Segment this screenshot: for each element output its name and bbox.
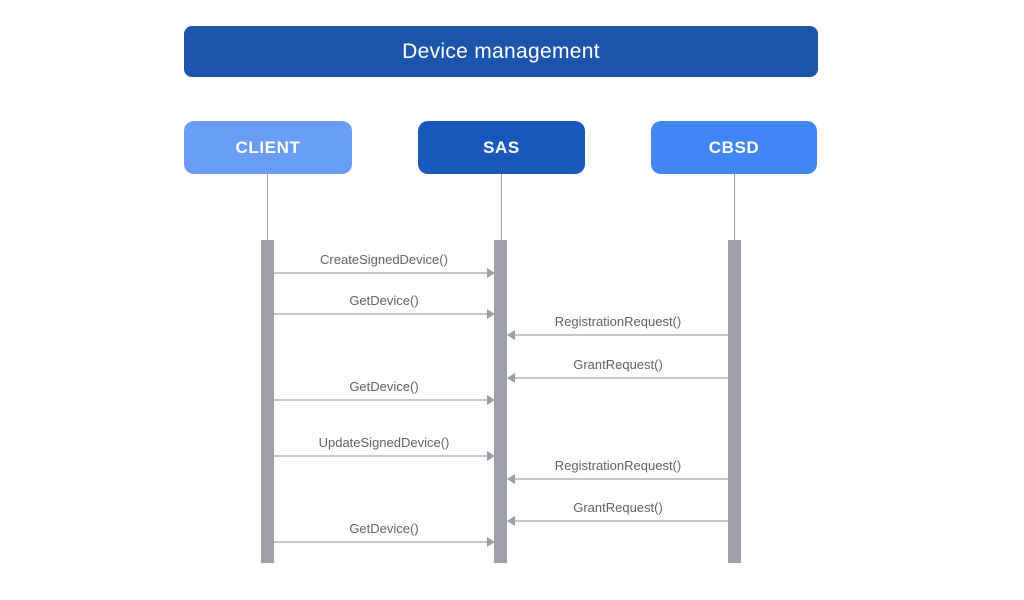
message-get-device-2: GetDevice() — [274, 378, 495, 405]
message-arrow — [274, 268, 495, 278]
arrow-right-icon — [487, 309, 495, 319]
actor-box-cbsd: CBSD — [651, 121, 817, 174]
lifeline-sas — [501, 174, 502, 240]
message-arrow — [507, 330, 728, 340]
message-create-signed-device: CreateSignedDevice() — [274, 251, 495, 278]
message-label: GetDevice() — [349, 521, 419, 536]
message-arrow — [507, 474, 728, 484]
message-label: GetDevice() — [349, 379, 419, 394]
message-get-device-3: GetDevice() — [274, 520, 495, 547]
activation-bar-client — [261, 240, 274, 563]
actor-box-sas: SAS — [418, 121, 585, 174]
arrow-left-icon — [507, 516, 515, 526]
message-label: GrantRequest() — [573, 500, 663, 515]
message-arrow — [274, 451, 495, 461]
message-label: GrantRequest() — [573, 357, 663, 372]
arrow-left-icon — [507, 373, 515, 383]
message-arrow — [274, 309, 495, 319]
message-registration-request-1: RegistrationRequest() — [507, 313, 728, 340]
arrow-right-icon — [487, 537, 495, 547]
message-label: GetDevice() — [349, 293, 419, 308]
lifeline-client — [267, 174, 268, 240]
activation-bar-sas — [494, 240, 507, 563]
actor-box-client: CLIENT — [184, 121, 352, 174]
lifeline-cbsd — [734, 174, 735, 240]
activation-bar-cbsd — [728, 240, 741, 563]
message-grant-request-2: GrantRequest() — [507, 499, 728, 526]
message-arrow — [507, 373, 728, 383]
arrow-left-icon — [507, 330, 515, 340]
message-arrow — [274, 537, 495, 547]
diagram-title-banner: Device management — [184, 26, 818, 77]
message-grant-request-1: GrantRequest() — [507, 356, 728, 383]
message-label: CreateSignedDevice() — [320, 252, 448, 267]
message-label: UpdateSignedDevice() — [318, 435, 450, 450]
arrow-right-icon — [487, 395, 495, 405]
arrow-right-icon — [487, 451, 495, 461]
arrow-left-icon — [507, 474, 515, 484]
message-registration-request-2: RegistrationRequest() — [507, 457, 728, 484]
message-get-device-1: GetDevice() — [274, 292, 495, 319]
message-arrow — [274, 395, 495, 405]
message-label: RegistrationRequest() — [554, 314, 682, 329]
message-arrow — [507, 516, 728, 526]
message-update-signed-device: UpdateSignedDevice() — [274, 434, 495, 461]
message-label: RegistrationRequest() — [554, 458, 682, 473]
arrow-right-icon — [487, 268, 495, 278]
